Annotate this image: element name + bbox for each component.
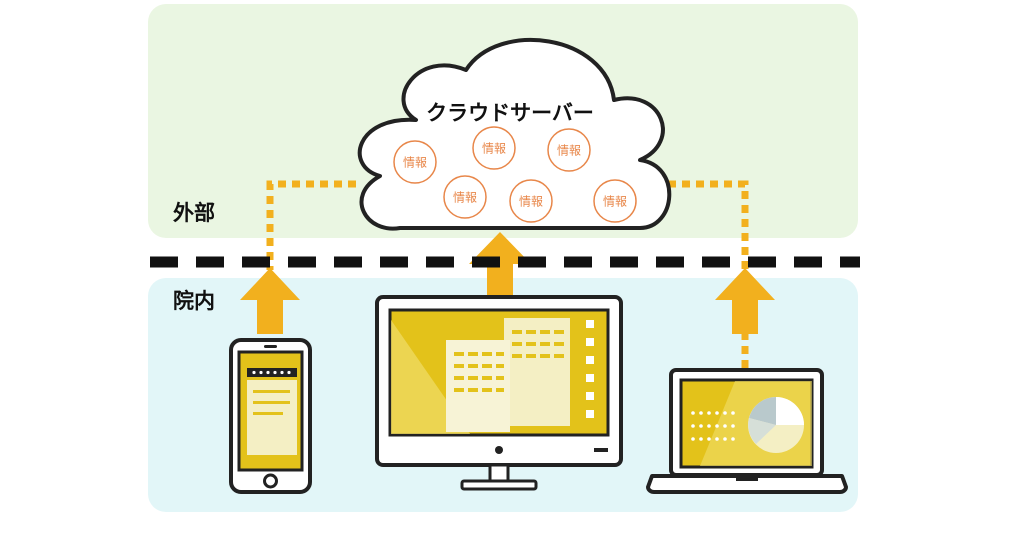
arrow-up-icon xyxy=(715,268,775,334)
pie-chart-icon xyxy=(748,397,804,453)
svg-text:情報: 情報 xyxy=(403,156,427,170)
info-item: 情報 xyxy=(393,140,437,184)
upload-arrows xyxy=(240,232,775,334)
info-item: 情報 xyxy=(593,179,637,223)
svg-text:情報: 情報 xyxy=(519,195,543,209)
info-item: 情報 xyxy=(472,126,516,170)
connector-right xyxy=(668,180,749,272)
info-item: 情報 xyxy=(509,179,553,223)
arrow-up-icon xyxy=(469,232,531,296)
svg-text:情報: 情報 xyxy=(603,195,627,209)
info-items: 情報 情報 情報 情報 情報 情報 xyxy=(393,126,637,223)
arrow-up-icon xyxy=(240,268,300,334)
svg-text:情報: 情報 xyxy=(482,142,506,156)
laptop-icon xyxy=(646,368,848,494)
inside-zone-label: 院内 xyxy=(173,289,215,313)
dotted-connectors xyxy=(266,180,749,372)
smartphone-icon xyxy=(229,338,312,494)
info-item: 情報 xyxy=(547,128,591,172)
svg-text:情報: 情報 xyxy=(453,191,477,205)
monitor-icon xyxy=(375,295,623,491)
connector-left xyxy=(266,180,356,270)
info-item: 情報 xyxy=(443,175,487,219)
cloud-server-title: クラウドサーバー xyxy=(426,101,594,125)
svg-text:情報: 情報 xyxy=(557,144,581,158)
outside-zone-label: 外部 xyxy=(173,201,215,225)
cloud-icon xyxy=(357,38,672,231)
